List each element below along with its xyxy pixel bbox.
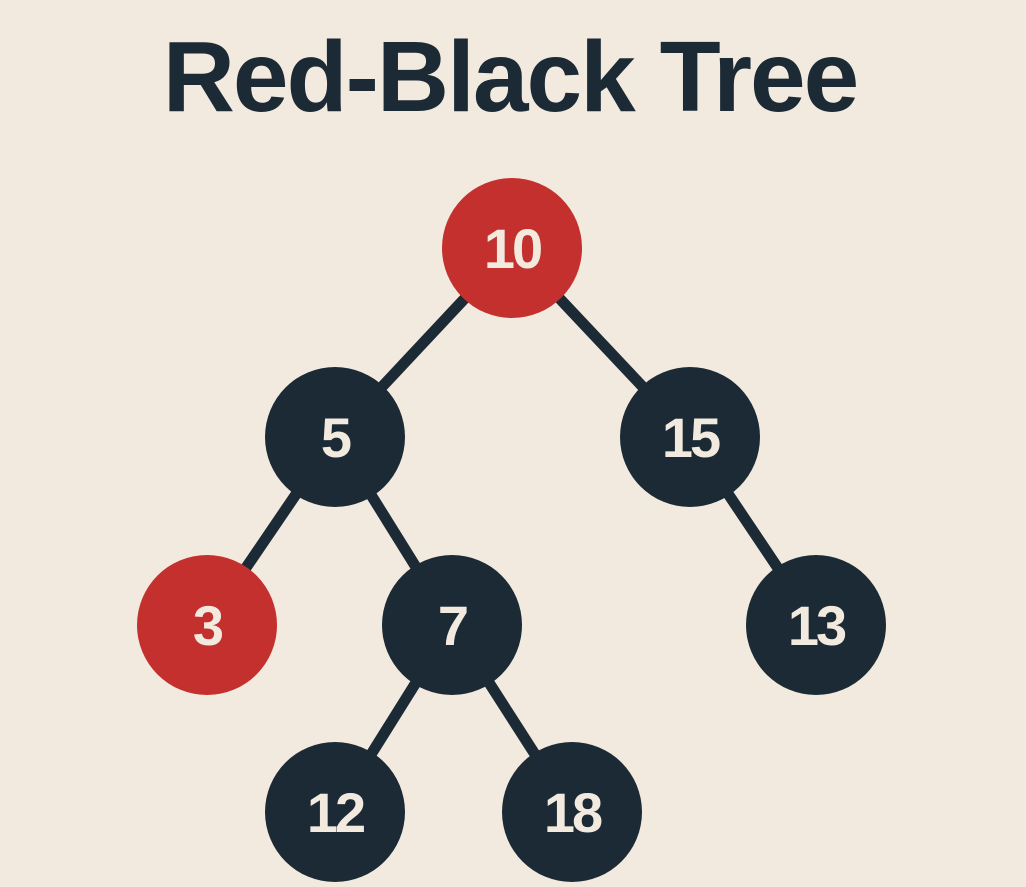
nodes-layer: 10 5 15 3 7 13 bbox=[137, 178, 886, 882]
diagram-title: Red-Black Tree bbox=[162, 21, 860, 133]
node-circle bbox=[620, 367, 760, 507]
tree-node-5: 5 bbox=[265, 367, 405, 507]
node-label: 10 bbox=[484, 217, 541, 280]
node-label: 13 bbox=[788, 594, 846, 657]
node-circle bbox=[746, 555, 886, 695]
node-circle bbox=[502, 742, 642, 882]
node-label: 7 bbox=[438, 594, 467, 657]
node-label: 12 bbox=[307, 781, 364, 844]
tree-node-7: 7 bbox=[382, 555, 522, 695]
tree-node-3: 3 bbox=[137, 555, 277, 695]
node-circle bbox=[265, 742, 405, 882]
node-label: 3 bbox=[193, 594, 223, 657]
edges-layer bbox=[202, 244, 821, 815]
node-label: 18 bbox=[544, 781, 602, 844]
tree-node-12: 12 bbox=[265, 742, 405, 882]
tree-node-10: 10 bbox=[442, 178, 582, 318]
node-circle bbox=[382, 555, 522, 695]
tree-node-15: 15 bbox=[620, 367, 760, 507]
tree-node-13: 13 bbox=[746, 555, 886, 695]
node-circle bbox=[137, 555, 277, 695]
tree-node-18: 18 bbox=[502, 742, 642, 882]
node-label: 5 bbox=[321, 406, 351, 469]
node-label: 15 bbox=[662, 406, 720, 469]
node-circle bbox=[265, 367, 405, 507]
node-circle bbox=[442, 178, 582, 318]
